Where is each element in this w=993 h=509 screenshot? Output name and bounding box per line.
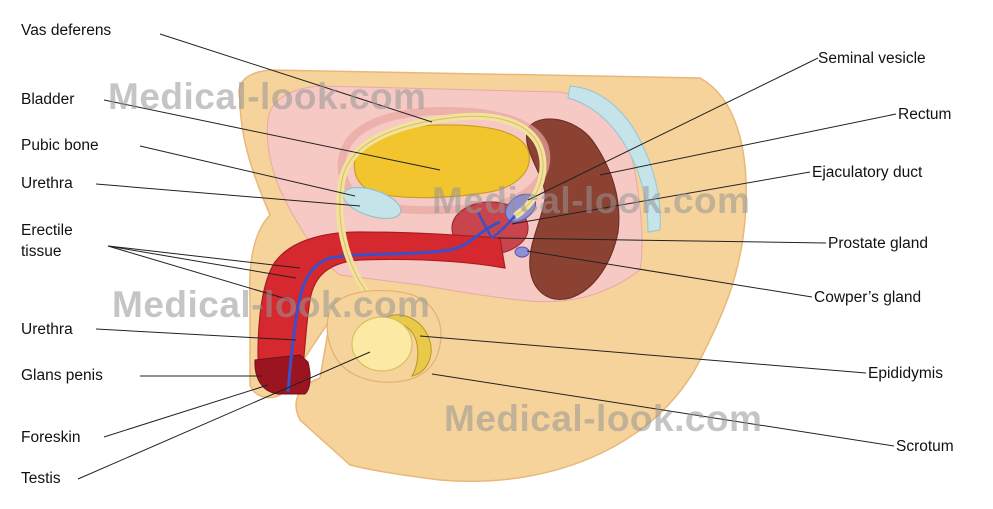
label-pubic-bone: Pubic bone — [21, 136, 99, 155]
label-erectile-tissue: Erectile tissue — [21, 220, 73, 262]
cowpers-gland-shape — [515, 247, 529, 257]
label-vas-deferens: Vas deferens — [21, 21, 111, 40]
watermark-middle-left: Medical-look.com — [112, 284, 430, 326]
label-urethra-lower: Urethra — [21, 320, 73, 339]
watermark-middle-right: Medical-look.com — [432, 180, 750, 222]
label-epididymis: Epididymis — [868, 364, 943, 383]
label-foreskin: Foreskin — [21, 428, 80, 447]
label-scrotum: Scrotum — [896, 437, 954, 456]
leader-foreskin — [104, 385, 268, 437]
label-seminal-vesicle: Seminal vesicle — [818, 49, 926, 68]
label-ejaculatory-duct: Ejaculatory duct — [812, 163, 922, 182]
label-bladder: Bladder — [21, 90, 74, 109]
label-testis: Testis — [21, 469, 61, 488]
label-glans-penis: Glans penis — [21, 366, 103, 385]
watermark-top: Medical-look.com — [108, 76, 426, 118]
label-rectum: Rectum — [898, 105, 951, 124]
label-prostate-gland: Prostate gland — [828, 234, 928, 253]
label-cowpers-gland: Cowper’s gland — [814, 288, 921, 307]
label-urethra-upper: Urethra — [21, 174, 73, 193]
watermark-bottom: Medical-look.com — [444, 398, 762, 440]
